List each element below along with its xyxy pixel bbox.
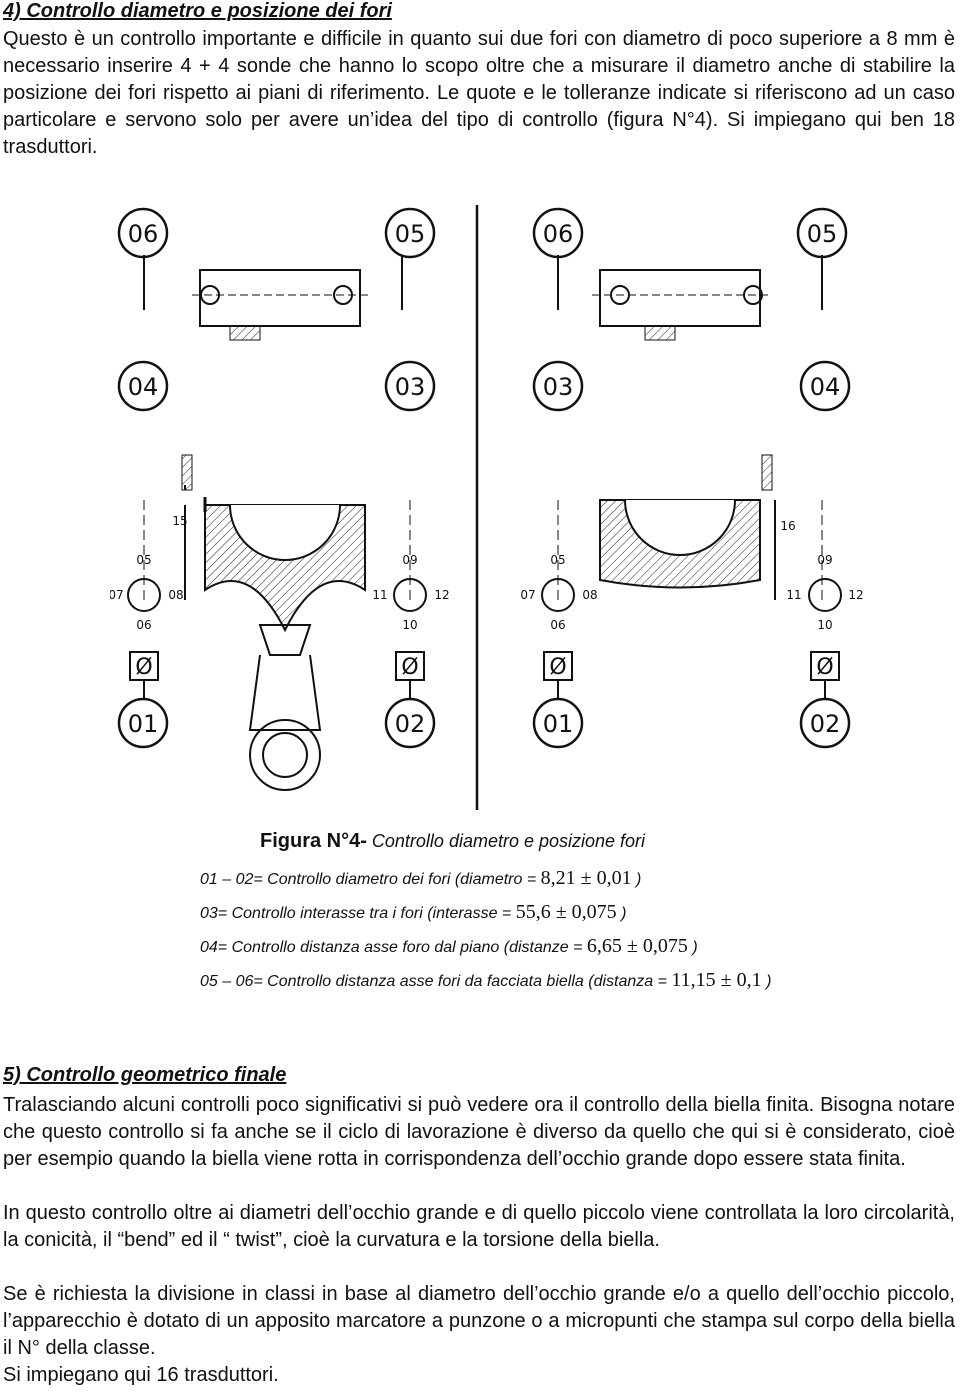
left-small-end-icon: [249, 719, 321, 791]
caption-line: 03= Controllo interasse tra i fori (inte…: [200, 895, 900, 929]
probe-number: 16: [780, 519, 795, 533]
caption-line-value: 55,6 ± 0,075: [515, 901, 617, 923]
caption-line-value: 8,21 ± 0,01: [540, 867, 632, 889]
left-probe-2-icon: [393, 578, 427, 612]
probe-number: 12: [434, 588, 449, 602]
left-mid-label-1: 04: [128, 373, 159, 401]
caption-line-end: ): [687, 939, 698, 956]
probe-number: 09: [817, 553, 832, 567]
probe-number: 06: [550, 618, 565, 632]
probe-number: 10: [817, 618, 832, 632]
left-bottom-label-2: 02: [395, 710, 426, 738]
caption-title: Figura N°4- Controllo diametro e posizio…: [260, 830, 900, 853]
probe-number: 11: [786, 588, 801, 602]
section-5-paragraph-2: In questo controllo oltre ai diametri de…: [3, 1202, 955, 1251]
probe-number: 05: [136, 553, 151, 567]
right-top-label-1: 06: [543, 220, 574, 248]
caption-line-end: ): [761, 973, 772, 990]
probe-number: 05: [550, 553, 565, 567]
probe-number: 11: [372, 588, 387, 602]
diameter-symbol: Ø: [135, 655, 152, 680]
right-mid-label-1: 03: [543, 373, 574, 401]
probe-number: 08: [582, 588, 597, 602]
right-top-label-2: 05: [807, 220, 838, 248]
caption-line-text: 01 – 02= Controllo diametro dei fori (di…: [200, 871, 541, 888]
caption-line-text: 04= Controllo distanza asse foro dal pia…: [200, 939, 587, 956]
probe-number: 06: [136, 618, 151, 632]
caption-line-end: ): [616, 905, 627, 922]
left-top-view: [199, 269, 361, 327]
probe-number: 08: [168, 588, 183, 602]
right-bottom-label-2: 02: [810, 710, 841, 738]
section-5-paragraph-4: Si impiegano qui 16 trasduttori.: [3, 1364, 279, 1386]
diameter-symbol: Ø: [816, 655, 833, 680]
diameter-symbol: Ø: [401, 655, 418, 680]
probe-number: 07: [520, 588, 535, 602]
section-4-title: 4) Controllo diametro e posizione dei fo…: [3, 0, 392, 22]
right-probe-2-icon: [808, 578, 842, 612]
label-circle: [117, 207, 169, 259]
figure-caption: Figura N°4- Controllo diametro e posizio…: [200, 830, 900, 997]
section-5-paragraph-3: Se è richiesta la divisione in classi in…: [3, 1283, 955, 1359]
caption-title-italic: Controllo diametro e posizione fori: [366, 831, 646, 851]
figure-4-drawing: 06 05 04 03 01 02 06 05 03 04 01 02: [110, 205, 864, 810]
caption-line-end: ): [631, 871, 642, 888]
caption-line-text: 05 – 06= Controllo distanza asse fori da…: [200, 973, 672, 990]
left-probe-1-icon: [127, 578, 161, 612]
caption-line-value: 11,15 ± 0,1: [671, 969, 762, 991]
probe-number: 10: [402, 618, 417, 632]
right-mid-label-2: 04: [810, 373, 841, 401]
section-5-title: 5) Controllo geometrico finale: [3, 1064, 287, 1086]
left-mid-label-2: 03: [395, 373, 426, 401]
caption-line: 04= Controllo distanza asse foro dal pia…: [200, 929, 900, 963]
probe-number: 09: [402, 553, 417, 567]
caption-line: 01 – 02= Controllo diametro dei fori (di…: [200, 861, 900, 895]
right-top-view: [599, 269, 761, 327]
caption-title-bold: Figura N°4-: [260, 830, 367, 852]
probe-number: 15: [172, 514, 187, 528]
caption-line-text: 03= Controllo interasse tra i fori (inte…: [200, 905, 516, 922]
probe-number: 07: [110, 588, 124, 602]
section-5-paragraph-1: Tralasciando alcuni controlli poco signi…: [3, 1094, 955, 1170]
diameter-symbol: Ø: [549, 655, 566, 680]
caption-line-value: 6,65 ± 0,075: [586, 935, 688, 957]
left-top-label-2: 05: [395, 220, 426, 248]
left-top-label-1: 06: [128, 220, 159, 248]
caption-line: 05 – 06= Controllo distanza asse fori da…: [200, 963, 900, 997]
probe-number: 12: [848, 588, 863, 602]
right-probe-1-icon: [541, 578, 575, 612]
section-4-paragraph: Questo è un controllo importante e diffi…: [3, 28, 955, 158]
right-bottom-label-1: 01: [543, 710, 574, 738]
left-bottom-label-1: 01: [128, 710, 159, 738]
